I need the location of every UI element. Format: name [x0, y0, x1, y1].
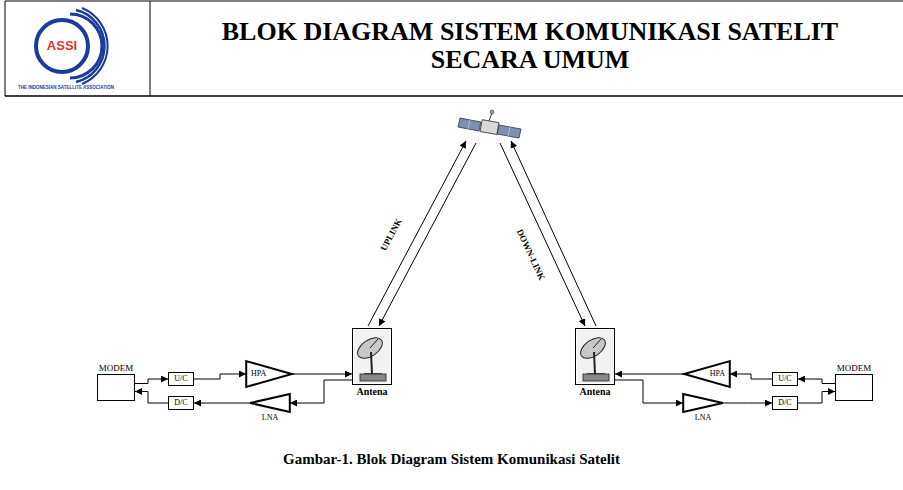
uplink-lines-part [379, 143, 476, 326]
antenna-dish-part [577, 330, 613, 383]
amplifier-triangle: LNA [683, 394, 723, 412]
satellite-part [458, 118, 481, 131]
amplifier-outline [250, 394, 290, 412]
modem-box: MODEM [97, 374, 135, 401]
signal-connector [730, 374, 772, 379]
logo-text: ASSI [47, 39, 77, 53]
block-label: U/C [778, 375, 791, 384]
amplifier-outline [246, 361, 292, 387]
upconverter-box: U/C [168, 372, 194, 386]
downlink-lines [500, 141, 596, 326]
satellite-part [508, 127, 510, 136]
upconverter-box: U/C [772, 372, 798, 386]
antenna-dish-part [583, 374, 609, 381]
antenna-dish-part [354, 333, 386, 362]
signal-connector [798, 379, 835, 384]
block-label: D/C [778, 399, 791, 408]
logo-subtitle: THE INDONESIAN SATELLITE ASSOCIATION [18, 86, 114, 91]
downlink-lines-part [500, 143, 585, 326]
antenna-dish-part [370, 339, 378, 348]
signal-connector [798, 392, 835, 404]
antenna-dish-part [594, 352, 595, 374]
antenna-dish-part [593, 339, 601, 348]
antenna-dish-part [360, 374, 386, 381]
antenna-dish-part [354, 330, 390, 383]
satellite-part [480, 120, 499, 135]
block-label: U/C [174, 375, 187, 384]
block-label: LNA [262, 414, 278, 423]
block-label: HPA [251, 370, 266, 379]
signal-connector [615, 374, 684, 375]
antenna-box: Antena [352, 328, 392, 385]
block-label: MODEM [99, 364, 134, 374]
signal-connector [292, 374, 352, 375]
block-label: Antena [579, 386, 610, 397]
satellite [458, 110, 521, 138]
antenna-box: Antena [575, 328, 615, 385]
amplifier-triangle: HPA [246, 361, 292, 387]
link-label: DOWN-LINK [514, 228, 546, 282]
logo-graphic [36, 8, 108, 84]
header-frame-part [5, 1, 903, 2]
signal-connector [290, 380, 352, 403]
link-label: UPLINK [379, 217, 404, 253]
satellite-part [468, 120, 470, 129]
signal-connector [135, 392, 168, 404]
uplink-lines-part [368, 141, 466, 326]
antenna-dish [577, 330, 613, 383]
antenna-dish [354, 330, 390, 383]
page-title: BLOK DIAGRAM SISTEM KOMUNIKASI SATELIT S… [190, 18, 870, 74]
signal-connector [615, 380, 683, 403]
header-frame [5, 1, 903, 96]
logo-graphic-part [36, 20, 88, 72]
amplifier-outline [683, 394, 723, 412]
amplifier-triangle: HPA [684, 361, 730, 387]
signal-connector [135, 379, 168, 384]
antenna-dish-part [371, 352, 372, 374]
header-frame-part [150, 1, 151, 96]
header-frame-part [5, 1, 6, 96]
amplifier-triangle: LNA [250, 394, 290, 412]
satellite-part [497, 125, 521, 138]
amplifier-outline [683, 394, 723, 412]
downconverter-box: D/C [168, 396, 194, 410]
block-label: HPA [710, 370, 725, 379]
antenna-dish-part [577, 333, 609, 362]
satellite-part [490, 110, 494, 114]
signal-connector [723, 403, 772, 404]
amplifier-outline [250, 394, 290, 412]
downconverter-box: D/C [772, 396, 798, 410]
block-label: MODEM [837, 364, 872, 374]
modem-box: MODEM [835, 374, 873, 401]
signal-connector [194, 403, 250, 404]
figure-caption: Gambar-1. Blok Diagram Sistem Komunikasi… [0, 451, 903, 468]
amplifier-outline [684, 361, 730, 387]
downlink-lines-part [511, 141, 596, 326]
uplink-lines [368, 141, 476, 326]
block-label: LNA [695, 414, 711, 423]
signal-connector [194, 374, 246, 379]
block-label: D/C [174, 399, 187, 408]
header-frame-part [5, 95, 903, 97]
block-label: Antena [356, 386, 387, 397]
